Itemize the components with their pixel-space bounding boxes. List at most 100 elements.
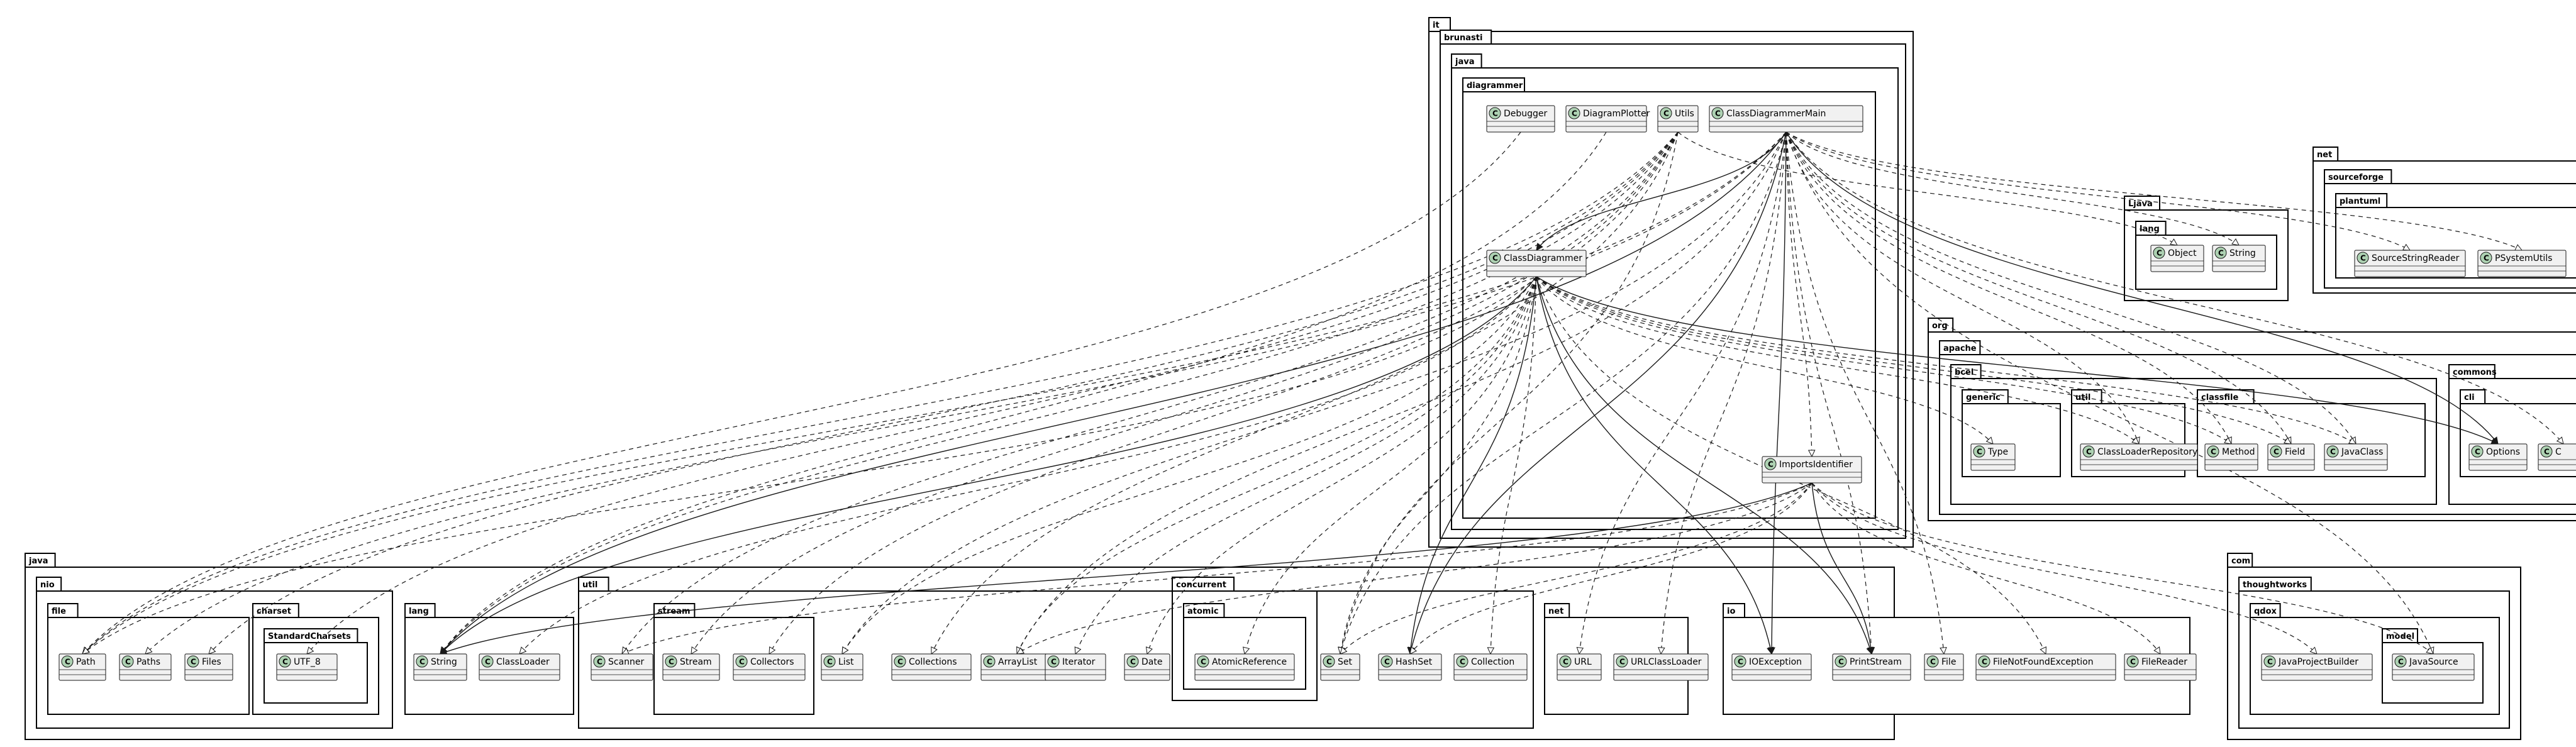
class-box-UTF_8[interactable] [276, 653, 338, 681]
class-JavaClass[interactable]: C JavaClass [2324, 443, 2388, 471]
class-stereotype-c-icon: C [2273, 448, 2279, 456]
class-box-Collection[interactable] [1453, 653, 1528, 681]
class-box-ImportsIdentifier[interactable] [1762, 456, 1862, 484]
class-box-HashSet[interactable] [1378, 653, 1442, 681]
relation-ClassDiagrammerMain-JavaClass [1785, 131, 2357, 445]
class-box-Stream[interactable] [662, 653, 720, 681]
relation-ImportsIdentifier-String [440, 482, 1813, 655]
class-box-SourceStringReader[interactable] [2354, 250, 2466, 277]
class-box-Debugger[interactable] [1486, 105, 1555, 133]
relation-arrowhead-AtomicReference [1242, 646, 1250, 655]
package-label-bcel: bcel [1955, 368, 1974, 377]
class-stereotype-c-icon: C [2330, 448, 2336, 456]
relation-arrowhead-URLClassLoader [1658, 647, 1665, 655]
class-stereotype-c-icon: C [2360, 254, 2366, 263]
relation-ClassDiagrammer-Type [1536, 276, 1994, 445]
package-label-brunasti: brunasti [1444, 33, 1482, 43]
class-stereotype-c-icon: C [2130, 658, 2136, 667]
relation-ClassDiagrammerMain-File [1785, 131, 1945, 655]
class-stereotype-icon [1926, 655, 1939, 668]
class-box-Collections[interactable] [891, 653, 972, 681]
class-stereotype-icon [1973, 445, 1985, 458]
class-box-ClassLoaderRepository[interactable] [2080, 443, 2198, 471]
class-box-PSystemUtils[interactable] [2477, 250, 2567, 277]
class-stereotype-icon [665, 655, 677, 668]
class-stereotype-icon [1456, 655, 1468, 668]
class-box-ClassDiagrammerMain[interactable] [1709, 105, 1863, 133]
class-box-ClassLoader[interactable] [479, 653, 560, 681]
relation-ClassDiagrammer-Options [1536, 276, 2499, 445]
class-stereotype-icon [1660, 107, 1672, 119]
class-box-Iterator[interactable] [1045, 653, 1106, 681]
class-name-ClassLoaderRepository: ClassLoaderRepository [2097, 447, 2197, 457]
class-box-JavaClass[interactable] [2324, 443, 2388, 471]
class-box-DiagramPlotter[interactable] [1565, 105, 1647, 133]
class-box-Collectors[interactable] [733, 653, 806, 681]
class-stereotype-c-icon: C [1982, 658, 1987, 667]
class-box-JavaSource[interactable] [2392, 653, 2475, 681]
class-box-PrintStream[interactable] [1832, 653, 1911, 681]
class-ImportsIdentifier[interactable]: C ImportsIdentifier [1762, 456, 1862, 484]
package-label-cli: cli [2464, 393, 2475, 402]
class-stereotype-c-icon: C [1768, 460, 1774, 469]
class-box-Options[interactable] [2468, 443, 2528, 471]
class-box-URLClassLoader[interactable] [1613, 653, 1709, 681]
class-box-Scanner[interactable] [591, 653, 653, 681]
class-box-FileNotFoundException[interactable] [1975, 653, 2116, 681]
class-box-FileReader[interactable] [2124, 653, 2197, 681]
class-box-IOException[interactable] [1731, 653, 1812, 681]
package-label-apache: apache [1943, 344, 1977, 353]
class-box-ClassDiagrammer[interactable] [1486, 250, 1587, 277]
class-stereotype-c-icon: C [1930, 658, 1936, 667]
class-box-JavaProjectBuilder[interactable] [2261, 653, 2373, 681]
class-box-AtomicReference[interactable] [1194, 653, 1295, 681]
class-stereotype-c-icon: C [2544, 448, 2550, 456]
class-name-ImportsIdentifier: ImportsIdentifier [1779, 460, 1853, 470]
relation-ImportsIdentifier-JavaSource [1811, 482, 2434, 655]
class-name-JavaClass: JavaClass [2341, 447, 2383, 457]
